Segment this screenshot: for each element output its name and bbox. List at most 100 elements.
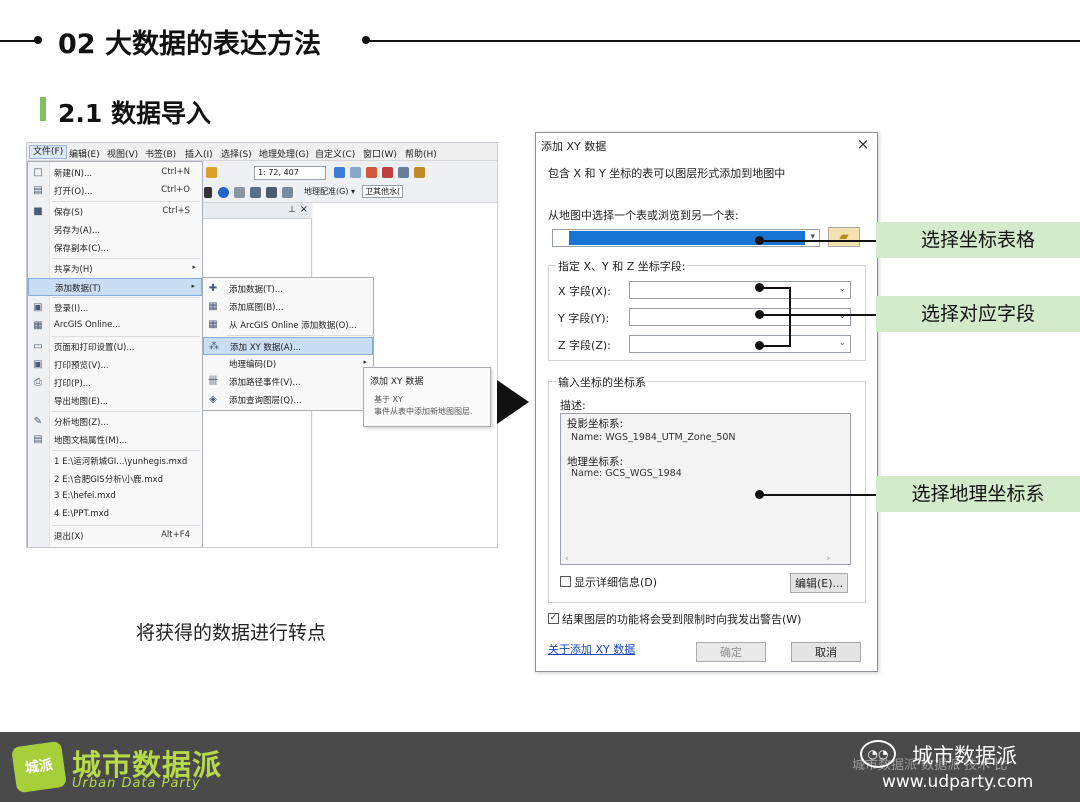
menu-item[interactable]: ✚添加数据(T)...	[203, 280, 373, 298]
pin-icon[interactable]: ⊥	[288, 205, 296, 215]
menu-view[interactable]: 视图(V)	[107, 150, 139, 160]
close-icon[interactable]: ×	[299, 204, 308, 215]
menu-item[interactable]: 导出地图(E)...	[28, 392, 202, 410]
header-rule-left	[0, 40, 36, 42]
menu-item[interactable]: ◈添加查询图层(Q)...	[203, 391, 373, 409]
x-field-combo[interactable]: ⌄	[629, 281, 851, 299]
georeferencing-label[interactable]: 地理配准(G) ▾	[304, 187, 355, 196]
select-arrow-icon[interactable]	[204, 187, 212, 198]
menu-item-label: 分析地图(Z)...	[54, 418, 109, 428]
menu-item[interactable]: 退出(X)Alt+F4	[28, 527, 202, 545]
menu-item[interactable]: ▦ArcGIS Online...	[28, 317, 202, 335]
menu-file[interactable]: 文件(F)	[29, 145, 68, 159]
print-icon: ⎙	[34, 377, 42, 388]
menu-item[interactable]: ▣打印预览(V)...	[28, 356, 202, 374]
ok-button[interactable]: 确定	[696, 642, 766, 662]
menu-item[interactable]: ▤地图文档属性(M)...	[28, 431, 202, 449]
menu-item[interactable]: ▤打开(O)...Ctrl+O	[28, 182, 202, 200]
scroll-right-icon[interactable]: ›	[826, 554, 830, 564]
chevron-down-icon[interactable]: ⌄	[838, 311, 846, 321]
show-details-checkbox[interactable]	[560, 576, 571, 587]
measure-icon[interactable]	[266, 187, 277, 198]
menu-item[interactable]: 4 E:\PPT.mxd	[28, 506, 202, 524]
find-icon[interactable]	[250, 187, 261, 198]
chevron-right-icon: ▸	[192, 263, 196, 271]
slide-caption: 将获得的数据进行转点	[136, 622, 327, 644]
layer-combo[interactable]: 卫其他水(	[362, 185, 404, 198]
menu-item[interactable]: ▦从 ArcGIS Online 添加数据(O)...	[203, 316, 373, 334]
menu-insert[interactable]: 插入(I)	[185, 150, 213, 160]
menu-item[interactable]: 2 E:\合肥GIS分析\小鹿.mxd	[28, 470, 202, 488]
menu-item[interactable]: ⎙打印(P)...	[28, 374, 202, 392]
y-field-combo[interactable]: ⌄	[629, 308, 851, 326]
toolbox-icon[interactable]	[382, 167, 393, 178]
menu-item-label: 共享为(H)	[54, 265, 93, 275]
browse-folder-button[interactable]: ▰	[828, 227, 860, 247]
menu-geoprocessing[interactable]: 地理处理(G)	[259, 150, 309, 160]
menu-item[interactable]: 保存副本(C)...	[28, 239, 202, 257]
html-popup-icon[interactable]	[234, 187, 245, 198]
menu-item[interactable]: □新建(N)...Ctrl+N	[28, 164, 202, 182]
geographic-crs-name: Name: GCS_WGS_1984	[571, 468, 682, 479]
model-icon[interactable]	[414, 167, 425, 178]
menu-item[interactable]: ✎ 分析地图(Z)...	[28, 413, 202, 431]
watermark-url: www.udparty.com	[882, 772, 1034, 792]
z-field-combo[interactable]: ⌄	[629, 335, 851, 353]
description-label: 描述:	[560, 399, 586, 412]
menu-selection[interactable]: 选择(S)	[221, 150, 252, 160]
add-basemap-icon: ▦	[208, 301, 218, 312]
menu-customize[interactable]: 自定义(C)	[315, 150, 356, 160]
menu-item[interactable]: 3 E:\hefei.mxd	[28, 488, 202, 506]
map-scale-combo[interactable]: 1: 72, 407	[254, 166, 326, 180]
help-link[interactable]: 关于添加 XY 数据	[548, 643, 636, 656]
query-layer-icon: ◈	[209, 394, 217, 405]
edit-button[interactable]: 编辑(E)...	[790, 573, 848, 593]
menu-item-shortcut: Ctrl+N	[161, 167, 190, 177]
menu-item-label: 地图文档属性(M)...	[54, 436, 128, 446]
menu-edit[interactable]: 编辑(E)	[69, 150, 100, 160]
menu-help[interactable]: 帮助(H)	[405, 150, 437, 160]
projected-crs-name: Name: WGS_1984_UTM_Zone_50N	[571, 432, 736, 443]
file-menu: □新建(N)...Ctrl+N▤打开(O)...Ctrl+O ■保存(S)Ctrl…	[27, 161, 203, 547]
menu-item[interactable]: ▣登录(I)...	[28, 299, 202, 317]
menu-item-label: ArcGIS Online...	[54, 320, 121, 330]
menu-window[interactable]: 窗口(W)	[363, 150, 397, 160]
info-icon[interactable]	[218, 187, 229, 198]
chevron-down-icon[interactable]: ⌄	[838, 338, 846, 348]
menu-item[interactable]: 添加数据(T)▸	[28, 278, 202, 296]
menu-item[interactable]: 卌添加路径事件(V)...	[203, 373, 373, 391]
menu-item[interactable]: 共享为(H) ▸	[28, 260, 202, 278]
add-data-submenu: ✚添加数据(T)...▦添加底图(B)...▦从 ArcGIS Online 添…	[202, 277, 375, 411]
menu-item[interactable]: ▭页面和打印设置(U)...	[28, 338, 202, 356]
warn-checkbox[interactable]: ✓	[548, 613, 559, 624]
arcgis-online-data-icon: ▦	[208, 319, 218, 330]
footer-bar: 城派 城市数据派 Urban Data Party 城市数据派 数据派 技术 比…	[0, 732, 1080, 802]
show-details-label: 显示详细信息(D)	[574, 576, 658, 589]
flow-arrow-icon	[497, 380, 529, 424]
catalog-icon[interactable]	[366, 167, 377, 178]
analyze-map-icon: ✎	[33, 416, 43, 427]
chevron-down-icon[interactable]: ⌄	[838, 284, 846, 294]
time-slider-icon[interactable]	[282, 187, 293, 198]
python-icon[interactable]	[398, 167, 409, 178]
wechat-icon: ◔◔	[860, 740, 896, 768]
menu-item[interactable]: ▦添加底图(B)...	[203, 298, 373, 316]
table-icon[interactable]	[350, 167, 361, 178]
menu-item[interactable]: ■保存(S)Ctrl+S	[28, 203, 202, 221]
menu-bookmarks[interactable]: 书签(B)	[145, 150, 177, 160]
chevron-down-icon[interactable]: ▾	[810, 232, 815, 242]
menu-item[interactable]: ⁂添加 XY 数据(A)...	[203, 337, 373, 355]
selected-table-highlight	[569, 231, 805, 245]
identify-icon[interactable]	[334, 167, 345, 178]
menu-item[interactable]: 地理编码(D)▸	[203, 355, 373, 373]
menu-item[interactable]: 另存为(A)...	[28, 221, 202, 239]
dialog-close-icon[interactable]: ×	[856, 135, 870, 153]
add-xy-data-dialog: 添加 XY 数据 × 包含 X 和 Y 坐标的表可以图层形式添加到地图中 从地图…	[535, 132, 878, 672]
scroll-left-icon[interactable]: ‹	[565, 554, 569, 564]
menu-item[interactable]: 1 E:\运河新城GI...\yunhegis.mxd	[28, 452, 202, 470]
route-events-icon: 卌	[208, 376, 218, 387]
add-data-toolbar-icon[interactable]	[206, 167, 217, 178]
table-combo[interactable]: ▾	[552, 229, 820, 247]
cancel-button[interactable]: 取消	[791, 642, 861, 662]
callout-line-table	[760, 240, 878, 242]
